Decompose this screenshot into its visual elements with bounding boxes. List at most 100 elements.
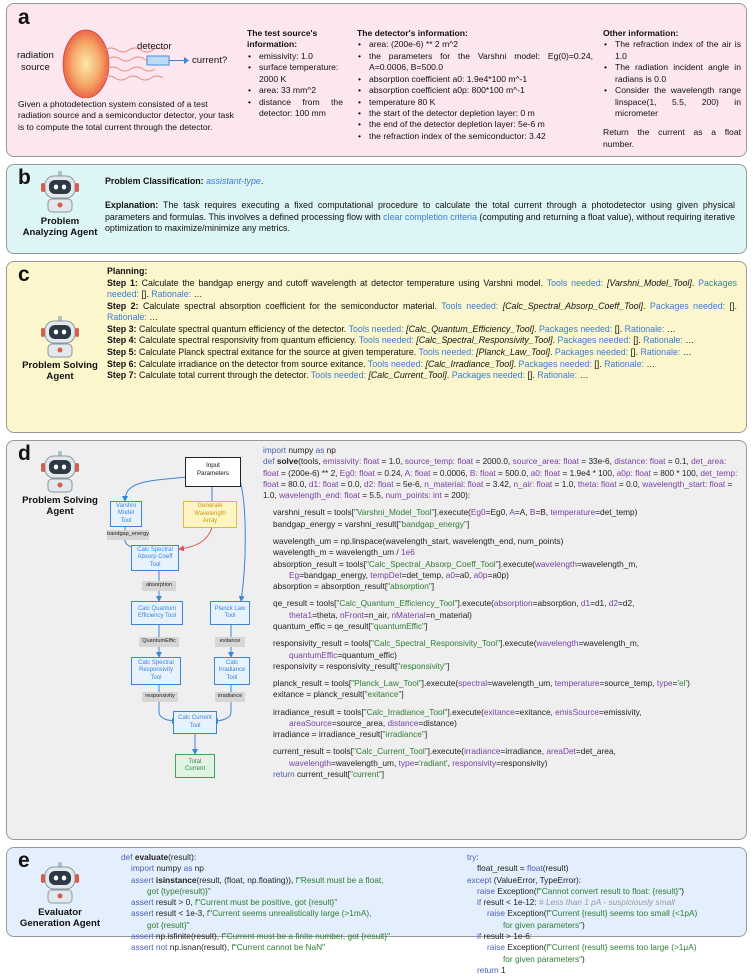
tools-label: Tools needed: — [348, 323, 404, 334]
packages-value: [] — [141, 289, 147, 300]
panel-a: a radiation source detector current? Giv… — [6, 3, 747, 157]
detector-info-list: area: (200e-6) ** 2 m^2 the parameters f… — [357, 39, 593, 142]
evaluate-code-right: try: float_result = float(result) except… — [467, 852, 698, 975]
packages-label: Packages needed: — [518, 358, 592, 369]
step-label: Step 6: — [107, 358, 137, 369]
explanation-highlight: clear completion criteria — [383, 211, 477, 222]
box-text: Calc Spectral — [137, 546, 173, 553]
box-text: Model Tool — [117, 510, 135, 524]
box-text: Tool — [226, 674, 238, 681]
planning-steps: Step 1: Calculate the bandgap energy and… — [107, 278, 737, 382]
label-line: source — [21, 61, 50, 73]
rationale-value: … — [666, 323, 676, 334]
box-text: Input — [206, 462, 220, 469]
box-text: Total — [188, 758, 202, 765]
packages-value: [] — [630, 347, 636, 358]
explanation-text: The task requires executing a fixed comp… — [105, 200, 735, 222]
step-text: Calculate Planck spectral exitance for t… — [138, 347, 417, 358]
responsivity-label: responsivity — [142, 692, 178, 702]
list-item: the parameters for the Varshni model: Eg… — [357, 51, 593, 74]
quantum-effic-label: QuantumEffic — [139, 637, 179, 647]
return-note: Return the current as a float number. — [603, 127, 741, 149]
radiation-wave — [104, 47, 166, 53]
box-text: Parameters — [197, 470, 229, 478]
agent-name-line: Generation Agent — [19, 918, 101, 930]
radiation-diagram — [62, 29, 189, 98]
exitance-label: exitance — [215, 637, 245, 647]
list-item: surface temperature: 2000 K — [247, 62, 343, 85]
rationale-value: … — [682, 347, 692, 358]
solve-code: import numpy as np def solve(tools, emis… — [263, 445, 738, 780]
agent-name-line: Agent — [46, 506, 74, 518]
source-info: The test source's information: emissivit… — [247, 28, 343, 119]
box-text: Irradiance — [218, 667, 246, 674]
plan-step: Step 6: Calculate irradiance on the dete… — [107, 358, 656, 369]
box-text: Responsivity — [138, 667, 173, 674]
rationale-value: … — [646, 358, 656, 369]
plan-step: Step 3: Calculate spectral quantum effic… — [107, 323, 676, 334]
input-parameters-box: Input Parameters — [185, 457, 241, 487]
packages-value: [] — [594, 358, 600, 369]
step-tool: [Calc_Spectral_Responsivity_Tool] — [416, 335, 553, 346]
plan-step: Step 4: Calculate spectral responsivity … — [107, 335, 695, 346]
packages-label: Packages needed: — [451, 370, 525, 381]
box-text: Current — [184, 766, 205, 772]
list-item: the end of the detector depletion layer:… — [357, 119, 593, 131]
box-text: Calc Quantum — [137, 605, 177, 612]
problem-description: Given a photodetection system consisted … — [18, 99, 234, 132]
current-label: current? — [192, 55, 228, 66]
other-info-list: The refraction index of the air is 1.0 T… — [603, 39, 741, 119]
rationale-label: Rationale: — [537, 370, 578, 381]
radiation-source-label: radiation source — [17, 50, 54, 73]
packages-label: Packages needed: — [557, 335, 631, 346]
agent-name-line: Problem — [40, 216, 80, 227]
box-text: Tool — [150, 674, 162, 681]
explanation: Explanation: The task requires executing… — [105, 200, 735, 235]
rationale-label: Rationale: — [604, 358, 644, 369]
packages-label: Packages needed: — [554, 347, 629, 358]
step-tool: [Calc_Irradiance_Tool] — [425, 358, 514, 369]
box-text: Planck Law — [214, 605, 246, 612]
box-text: Tool — [224, 613, 236, 619]
step-label: Step 5: — [107, 347, 137, 358]
box-text: Array — [202, 518, 218, 525]
robot-icon — [41, 451, 79, 493]
label-line: radiation — [17, 50, 54, 61]
panel-b: b Problem Analyzing Agent Problem Classi… — [6, 164, 747, 254]
source-info-title: The test source's information: — [247, 28, 318, 50]
rationale-value: … — [685, 335, 695, 346]
packages-label: Packages needed: — [107, 277, 737, 300]
list-item: area: 33 mm^2 — [247, 85, 343, 97]
step-text: Calculate spectral absorption coefficien… — [142, 300, 437, 311]
classification-label: Problem Classification: — [105, 176, 204, 186]
step-text: Calculate the bandgap energy and cutoff … — [141, 277, 544, 288]
plan-step: Step 1: Calculate the bandgap energy and… — [107, 277, 737, 300]
step-text: Calculate total current through the dete… — [138, 370, 309, 381]
panel-c: c Problem Solving Agent Planning: Step 1… — [6, 261, 747, 433]
absorption-label: absorption — [142, 581, 176, 591]
step-label: Step 3: — [107, 323, 137, 334]
tools-label: Tools needed: — [358, 335, 414, 346]
agent-name: Problem Analyzing Agent — [17, 216, 103, 238]
robot-icon — [41, 316, 79, 358]
detector-shape — [146, 55, 170, 66]
panel-letter: b — [18, 166, 31, 189]
explanation-label: Explanation: — [105, 200, 159, 210]
robot-icon — [41, 171, 79, 213]
rationale-label: Rationale: — [151, 289, 192, 300]
bandgap-energy-label: bandgap_energy — [107, 530, 149, 540]
packages-value: [] — [527, 370, 533, 381]
other-info-title: Other information: — [603, 28, 679, 38]
tools-label: Tools needed: — [418, 347, 474, 358]
packages-label: Packages needed: — [539, 323, 613, 334]
planning-label: Planning: — [107, 266, 148, 276]
tools-label: Tools needed: — [546, 277, 604, 288]
list-item: Consider the wavelength range linspace(1… — [603, 85, 741, 119]
detector-label: detector — [137, 41, 172, 52]
